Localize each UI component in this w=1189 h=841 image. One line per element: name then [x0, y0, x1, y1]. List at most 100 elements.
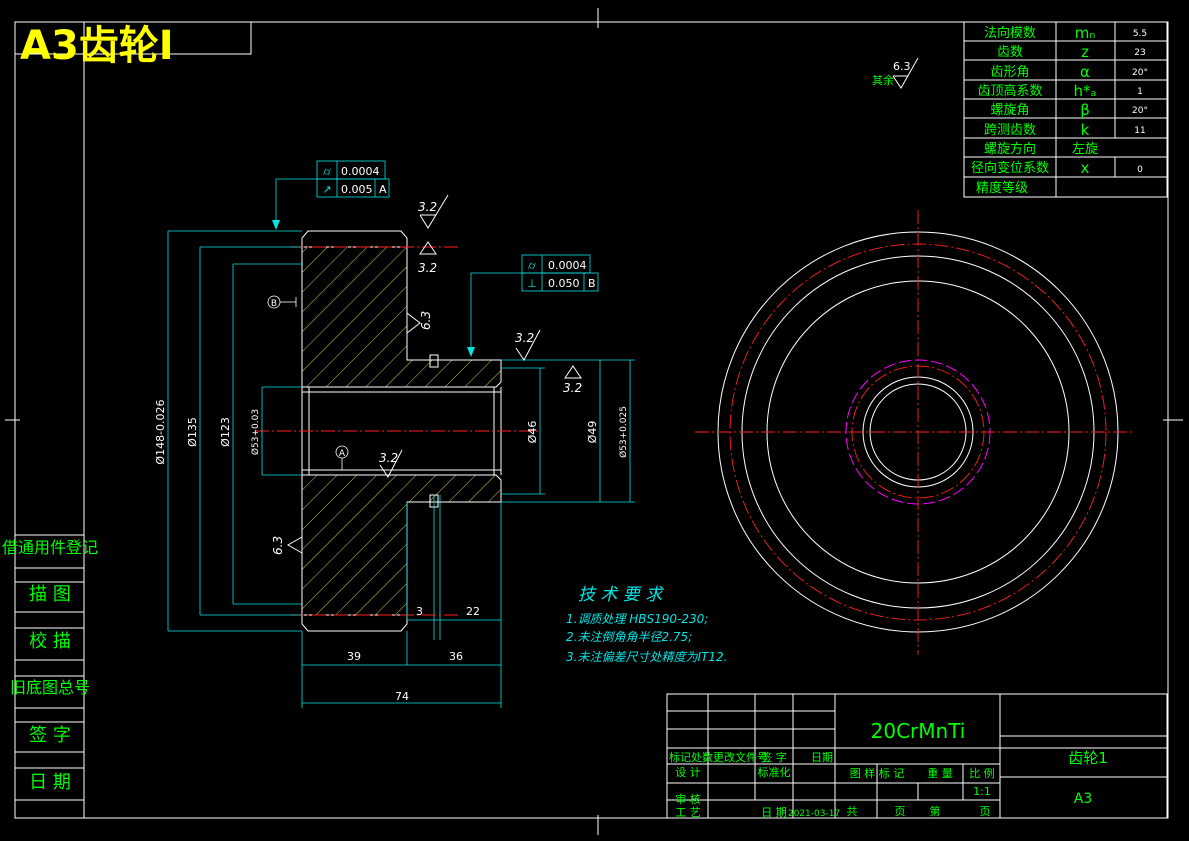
- title-box: A3齿轮I: [14, 21, 252, 69]
- param-value-2: 20°: [1132, 68, 1148, 78]
- dim-w-36: 36: [449, 650, 463, 663]
- side-label-0: 借通用件登记: [2, 538, 98, 557]
- tech-item-0: 1.调质处理 HBS190-230;: [566, 612, 708, 626]
- dimension-texts: Ø148-0.026 Ø135 Ø123 Ø53+0.03 Ø46 Ø49 Ø5…: [154, 399, 629, 703]
- dim-d-46: Ø46: [526, 421, 539, 444]
- dim-d-bore: Ø53+0.03: [250, 409, 261, 455]
- drawing-title: A3齿轮I: [20, 23, 174, 69]
- datum-a-label: A: [339, 449, 346, 459]
- param-symbol-3: h*ₐ: [1074, 82, 1097, 100]
- tech-item-1: 2.未注倒角角半径2.75;: [566, 630, 692, 644]
- param-value-0: 5.5: [1133, 29, 1147, 39]
- date-value: 2021-03-17: [788, 809, 840, 819]
- roughness-mark-0: 3.2: [418, 200, 437, 214]
- roughness-general-value: 6.3: [893, 60, 911, 73]
- param-symbol-7: x: [1081, 159, 1090, 177]
- roughness-rest-label: 其余: [872, 73, 894, 87]
- date-col-label: 日期: [811, 751, 833, 764]
- param-name-1: 齿数: [997, 45, 1023, 60]
- tol-right-symbol-0: ⌭: [528, 259, 536, 272]
- param-value-5: 11: [1134, 126, 1145, 136]
- param-name-2: 齿形角: [990, 65, 1029, 80]
- tech-requirements: 技 术 要 求 1.调质处理 HBS190-230; 2.未注倒角角半径2.75…: [566, 585, 727, 664]
- tol-top-datum-1: A: [379, 183, 387, 196]
- design-label: 设 计: [675, 766, 701, 779]
- material-label: 20CrMnTi: [871, 719, 966, 743]
- drawing-border: [5, 8, 1183, 835]
- param-symbol-5: k: [1081, 121, 1090, 139]
- param-value-3: 1: [1137, 87, 1143, 97]
- dim-w-3: 3: [416, 605, 423, 618]
- dimension-lines: [167, 230, 635, 708]
- process-label: 工 艺: [675, 806, 701, 819]
- roughness-marks: 3.2 3.2 3.2 3.2 3.2 6.3 6.3: [271, 194, 582, 555]
- dim-d-outer: Ø148-0.026: [154, 399, 167, 464]
- part-name: 齿轮1: [1068, 749, 1108, 767]
- stage-mark-label: 图 样 标 记: [850, 766, 905, 780]
- tol-top-value-0: 0.0004: [341, 165, 380, 178]
- tolerance-frame-top: ⌭ 0.0004 ↗ 0.005 A: [272, 160, 390, 230]
- no-label: 第: [930, 804, 941, 818]
- revision-row-label: 标记处数更改文件号: [669, 750, 768, 764]
- general-roughness: 其余 6.3: [872, 57, 919, 89]
- param-value-4: 20°: [1132, 106, 1148, 116]
- tol-right-value-1: 0.050: [548, 277, 580, 290]
- tech-item-2: 3.未注偏差尺寸处精度为IT12.: [566, 650, 727, 664]
- datum-b-label: B: [271, 299, 277, 309]
- dim-d-hub: Ø53+0.025: [618, 406, 629, 458]
- page-label: 页: [980, 805, 991, 818]
- dim-d-49: Ø49: [586, 421, 599, 444]
- tol-right-datum-1: B: [588, 277, 596, 290]
- check-label: 审 核: [675, 792, 701, 806]
- param-symbol-4: β: [1080, 101, 1090, 119]
- param-name-6: 螺旋方向: [984, 141, 1036, 157]
- roughness-mark-6: 6.3: [271, 536, 285, 555]
- weight-label: 重 量: [927, 766, 953, 780]
- param-name-3: 齿顶高系数: [977, 83, 1042, 99]
- side-label-5: 日 期: [29, 772, 71, 793]
- roughness-mark-4: 3.2: [379, 451, 398, 465]
- sheet-size: A3: [1074, 791, 1092, 807]
- side-label-3: 旧底图总号: [10, 678, 90, 697]
- tol-right-symbol-1: ⊥: [527, 277, 537, 290]
- param-value-1: 23: [1134, 48, 1145, 58]
- total-label: 共: [847, 805, 858, 818]
- side-label-4: 签 字: [29, 725, 71, 746]
- param-symbol-1: z: [1081, 43, 1089, 61]
- scale-value: 1:1: [973, 785, 991, 798]
- param-name-4: 螺旋角: [990, 103, 1029, 118]
- datum-symbols: B A: [267, 295, 349, 471]
- gear-front-view: [695, 210, 1135, 655]
- dim-w-22: 22: [466, 605, 480, 618]
- title-block: 20CrMnTi 齿轮1 A3 1:1 标记处数更改文件号 签 字 日期 设 计…: [666, 693, 1168, 819]
- param-symbol-0: mₙ: [1075, 24, 1096, 42]
- dim-w-74: 74: [395, 690, 409, 703]
- tolerance-frame-right: ⌭ 0.0004 ⊥ 0.050 B: [467, 254, 599, 357]
- gear-section-view: [255, 230, 540, 640]
- side-label-2: 校 描: [29, 631, 71, 652]
- gear-parameter-table: 法向模数 齿数 齿形角 齿顶高系数 螺旋角 跨测齿数 螺旋方向 径向变位系数 精…: [963, 21, 1168, 198]
- side-block: 借通用件登记 描 图 校 描 旧底图总号 签 字 日 期: [2, 534, 98, 801]
- param-name-8: 精度等级: [976, 180, 1028, 196]
- tol-top-symbol-0: ⌭: [323, 165, 331, 178]
- sheet-label: 页: [895, 805, 906, 818]
- tech-heading: 技 术 要 求: [578, 585, 664, 605]
- scale-label: 比 例: [969, 766, 995, 780]
- tol-right-value-0: 0.0004: [548, 259, 587, 272]
- param-name-5: 跨测齿数: [984, 123, 1036, 138]
- param-value-7: 0: [1137, 165, 1143, 175]
- roughness-mark-5: 6.3: [419, 311, 433, 330]
- standardize-label: 标准化: [758, 765, 791, 779]
- roughness-mark-1: 3.2: [418, 261, 437, 275]
- dim-d-123: Ø123: [219, 417, 232, 447]
- dim-d-135: Ø135: [186, 417, 199, 447]
- param-name-7: 径向变位系数: [971, 160, 1049, 176]
- param-symbol-2: α: [1080, 63, 1090, 81]
- date-label: 日 期: [761, 806, 787, 819]
- dim-w-39: 39: [347, 650, 361, 663]
- tol-top-symbol-1: ↗: [322, 183, 331, 196]
- roughness-mark-3: 3.2: [563, 381, 582, 395]
- side-label-1: 描 图: [29, 584, 71, 605]
- sign-label: 签 字: [761, 750, 787, 764]
